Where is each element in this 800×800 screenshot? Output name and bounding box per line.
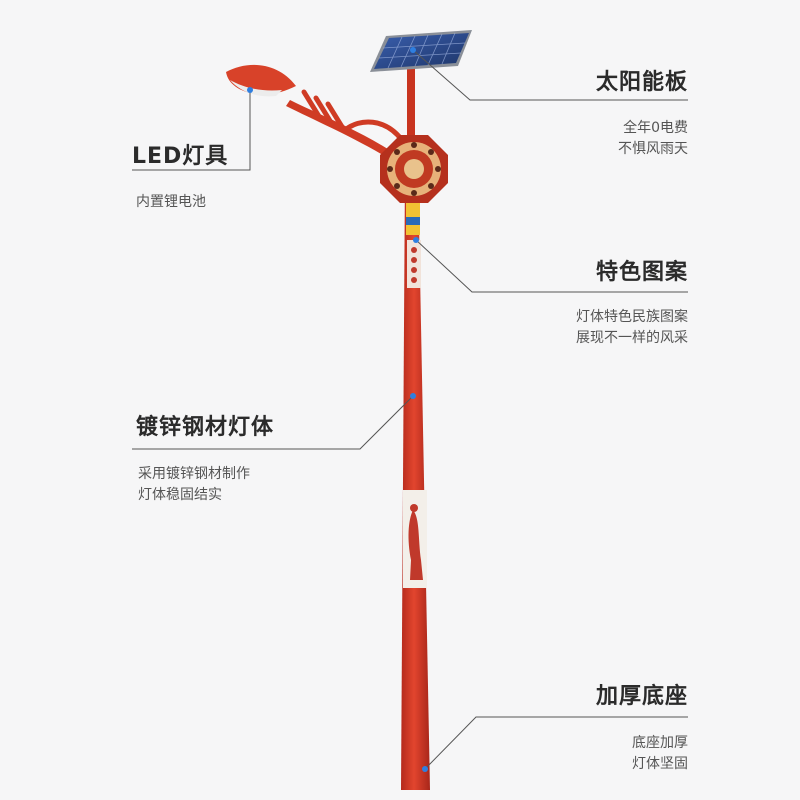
solar-panel-desc-line-1: 全年0电费 xyxy=(623,120,688,136)
pole-desc-line-2: 灯体稳固结实 xyxy=(138,487,222,503)
leader-pole xyxy=(132,395,414,450)
leader-pattern xyxy=(415,239,688,293)
led-lamp-title: LED灯具 xyxy=(132,144,229,169)
pole-desc: 采用镀锌钢材制作 灯体稳固结实 xyxy=(138,464,250,506)
pole xyxy=(401,170,430,790)
base-desc-line-2: 灯体坚固 xyxy=(632,756,688,772)
pattern-band xyxy=(406,203,421,288)
panel-mast xyxy=(407,60,415,172)
leader-base xyxy=(424,716,688,770)
pattern-desc-line-1: 灯体特色民族图案 xyxy=(576,309,688,325)
marker-solar xyxy=(410,47,416,53)
pattern-title: 特色图案 xyxy=(595,260,688,285)
marker-base xyxy=(422,766,428,772)
base-desc-line-1: 底座加厚 xyxy=(632,735,688,751)
solar-panel-desc-line-2: 不惧风雨天 xyxy=(618,141,688,157)
figure-banner xyxy=(403,490,427,588)
led-lamp-desc-line-1: 内置锂电池 xyxy=(136,194,206,210)
solar-panel xyxy=(370,30,472,72)
pattern-desc-line-2: 展现不一样的风采 xyxy=(576,330,688,346)
base-title: 加厚底座 xyxy=(595,684,688,709)
pole-title: 镀锌钢材灯体 xyxy=(136,415,275,440)
solar-panel-desc: 全年0电费 不惧风雨天 xyxy=(618,118,688,160)
marker-pattern xyxy=(413,237,419,243)
marker-pole xyxy=(410,393,416,399)
led-lamp-head xyxy=(226,64,296,97)
led-lamp-desc: 内置锂电池 xyxy=(136,192,206,213)
pattern-desc: 灯体特色民族图案 展现不一样的风采 xyxy=(576,307,688,349)
base-desc: 底座加厚 灯体坚固 xyxy=(632,733,688,775)
pole-desc-line-1: 采用镀锌钢材制作 xyxy=(138,466,250,482)
decorative-octagon xyxy=(380,135,448,203)
leader-solar xyxy=(412,49,688,101)
marker-led xyxy=(247,87,253,93)
solar-panel-title: 太阳能板 xyxy=(595,70,688,95)
leader-led xyxy=(132,90,251,171)
